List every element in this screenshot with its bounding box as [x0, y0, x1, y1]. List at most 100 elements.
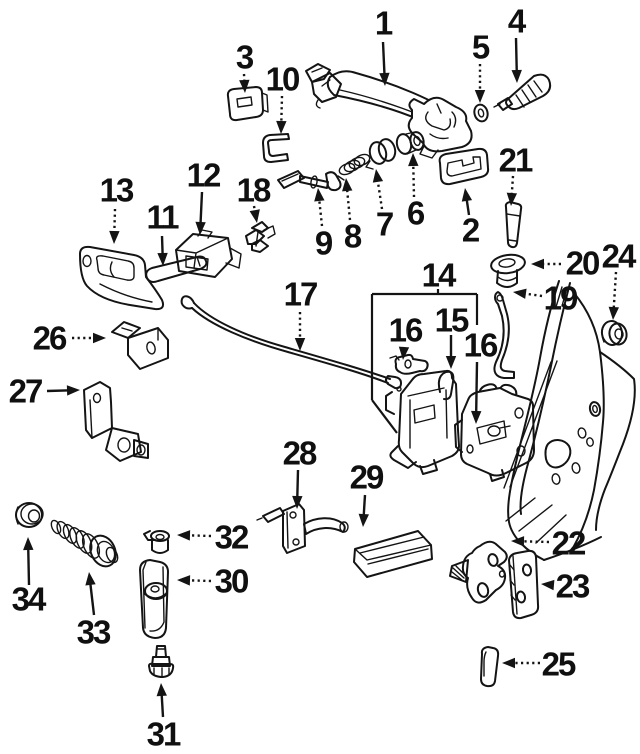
callout-34-arrowhead-icon	[23, 537, 34, 551]
callout-31-leader-line	[160, 691, 165, 718]
callout-6-leader-line	[412, 161, 416, 198]
callout-label-23[interactable]: 23	[556, 568, 592, 605]
callout-10-arrowhead-icon	[276, 120, 287, 134]
callout-label-9[interactable]: 9	[315, 225, 335, 262]
callout-label-10[interactable]: 10	[266, 61, 301, 98]
callout-label-16-21[interactable]: 16	[464, 327, 500, 364]
callout-33-arrowhead-icon	[85, 572, 96, 586]
callout-4-leader-line	[514, 37, 518, 75]
part-27-bracket-lower-drawing	[83, 381, 149, 462]
callout-6-arrowhead-icon	[408, 153, 419, 167]
part-19-bent-rod-drawing	[493, 291, 515, 379]
callout-25-arrowhead-icon	[502, 657, 515, 669]
callout-15-arrowhead-icon	[445, 356, 457, 369]
callout-label-6[interactable]: 6	[407, 195, 427, 232]
callout-label-27[interactable]: 27	[9, 373, 44, 410]
part-26-bracket-small-drawing	[111, 321, 169, 370]
callout-10-leader-line	[280, 95, 284, 126]
callout-label-7[interactable]: 7	[376, 206, 395, 243]
part-13-inside-handle-bezel-drawing	[79, 245, 165, 311]
callout-label-25[interactable]: 25	[542, 646, 578, 683]
callout-8-leader-line	[345, 186, 352, 221]
part-23-hinge-plate-drawing	[508, 549, 540, 620]
callout-14-bracket-line	[371, 399, 398, 434]
callout-label-22[interactable]: 22	[552, 525, 588, 562]
callout-27-arrowhead-icon	[66, 385, 80, 396]
part-8-spring-drawing	[338, 153, 371, 176]
callout-22-arrowhead-icon	[511, 536, 525, 547]
callout-label-24[interactable]: 24	[602, 238, 639, 275]
callout-30-arrowhead-icon	[177, 575, 191, 586]
callout-31-arrowhead-icon	[156, 683, 167, 697]
part-9-lock-rod-drawing	[277, 170, 345, 192]
part-25-bumper-drawing	[480, 646, 500, 688]
callout-2-arrowhead-icon	[461, 188, 473, 202]
callout-12-arrowhead-icon	[195, 221, 206, 235]
callout-1-arrowhead-icon	[379, 72, 390, 86]
callout-9-arrowhead-icon	[314, 188, 325, 202]
part-5-ring-drawing	[473, 103, 489, 123]
callout-label-34[interactable]: 34	[12, 581, 49, 618]
callout-label-29[interactable]: 29	[350, 459, 386, 496]
callout-18-arrowhead-icon	[249, 209, 260, 223]
callout-label-5[interactable]: 5	[472, 29, 492, 66]
callout-26-arrowhead-icon	[93, 332, 106, 344]
part-10-clip-drawing	[262, 133, 290, 163]
callout-label-32[interactable]: 32	[215, 519, 251, 556]
callout-16-leader-line	[474, 361, 479, 416]
callout-label-31[interactable]: 31	[147, 716, 183, 753]
callout-label-13[interactable]: 13	[100, 172, 136, 209]
part-1-outside-handle-drawing	[305, 63, 473, 159]
callout-4-arrowhead-icon	[511, 69, 522, 83]
callout-label-1[interactable]: 1	[375, 5, 395, 42]
part-33-boot-drawing	[50, 519, 119, 568]
callout-label-17[interactable]: 17	[284, 276, 319, 313]
part-2-handle-gasket-drawing	[438, 147, 490, 186]
part-21-pin-drawing	[504, 201, 523, 249]
callout-label-2[interactable]: 2	[462, 212, 482, 249]
callout-13-arrowhead-icon	[109, 230, 120, 244]
callout-label-8[interactable]: 8	[344, 218, 364, 255]
callout-label-21[interactable]: 21	[499, 142, 535, 179]
door-pillar-panel-drawing	[503, 280, 636, 561]
part-3-cover-plate-drawing	[226, 86, 269, 122]
callout-label-33[interactable]: 33	[77, 614, 113, 651]
part-29-wedge-drawing	[353, 530, 433, 578]
callout-label-12[interactable]: 12	[187, 157, 223, 194]
callout-7-arrowhead-icon	[372, 169, 384, 183]
part-31-striker-bolt-drawing	[148, 645, 175, 678]
callout-label-26[interactable]: 26	[33, 320, 69, 357]
part-30-striker-drawing	[139, 559, 169, 639]
part-17-connecting-rod-drawing	[180, 295, 402, 392]
callout-label-4[interactable]: 4	[508, 3, 529, 40]
callout-label-15[interactable]: 15	[435, 302, 471, 339]
part-12-inside-handle-housing-drawing	[175, 229, 242, 278]
callout-24-leader-line	[612, 271, 618, 312]
callout-8-arrowhead-icon	[342, 178, 353, 192]
callout-label-20[interactable]: 20	[566, 245, 601, 282]
part-16-clip-small-drawing	[389, 353, 429, 375]
callout-29-arrowhead-icon	[358, 513, 370, 527]
callout-label-28[interactable]: 28	[283, 435, 319, 472]
callout-label-3[interactable]: 3	[236, 39, 256, 76]
callout-label-19[interactable]: 19	[544, 280, 580, 317]
callout-label-11[interactable]: 11	[147, 199, 182, 236]
callout-16-arrowhead-icon	[398, 346, 410, 360]
part-16-door-latch-drawing	[454, 383, 535, 482]
callout-label-14[interactable]: 14	[422, 257, 459, 294]
part-4-lock-cylinder-drawing	[493, 73, 552, 111]
callout-label-30[interactable]: 30	[215, 563, 250, 600]
part-20-grommet-drawing	[490, 253, 526, 288]
callout-28-arrowhead-icon	[292, 495, 303, 509]
callout-label-16-19[interactable]: 16	[389, 312, 425, 349]
part-32-nut-drawing	[143, 530, 170, 554]
callout-22-leader-line	[519, 540, 550, 544]
callout-19-arrowhead-icon	[513, 288, 527, 299]
callout-23-arrowhead-icon	[541, 579, 555, 591]
part-18-rod-clip-drawing	[245, 221, 276, 253]
callout-3-leader-line	[242, 73, 246, 85]
callout-label-18[interactable]: 18	[237, 172, 273, 209]
